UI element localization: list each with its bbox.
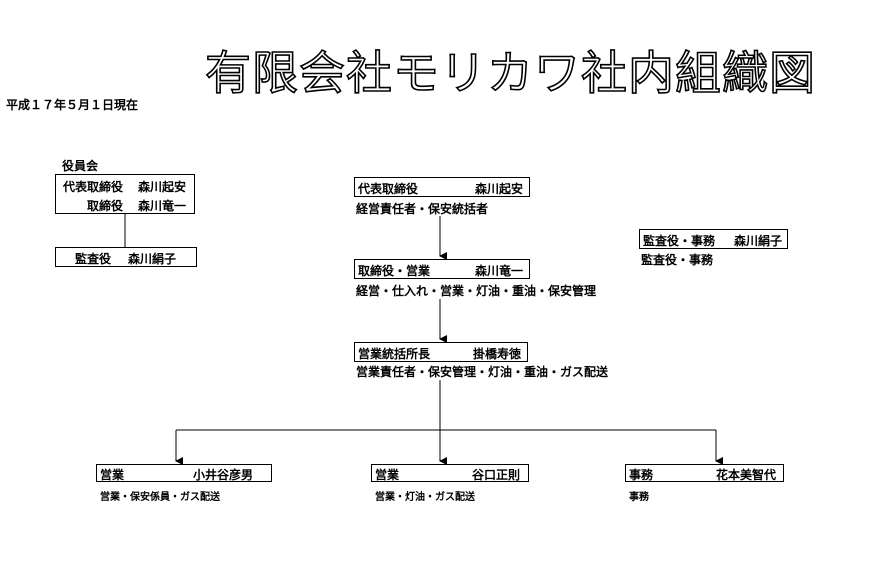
staff-3-desc: 事務 xyxy=(629,492,649,503)
auditor-name: 森川絹子 xyxy=(734,234,783,248)
staff-3-name: 花本美智代 xyxy=(716,468,777,482)
ceo-name: 森川起安 xyxy=(475,182,524,196)
director-box: 取締役・営業 森川竜一 xyxy=(354,259,530,279)
staff-box-2: 営業 谷口正則 xyxy=(371,464,529,482)
staff-1-desc: 営業・保安係員・ガス配送 xyxy=(100,492,220,503)
staff-2-desc: 営業・灯油・ガス配送 xyxy=(375,492,475,503)
director-role: 取締役・営業 xyxy=(358,264,431,278)
as-of-date: 平成１７年５月１日現在 xyxy=(6,98,139,112)
board-rep-role: 代表取締役 xyxy=(63,180,124,194)
auditor-box: 監査役・事務 森川絹子 xyxy=(639,229,788,249)
staff-box-3: 事務 花本美智代 xyxy=(625,464,784,482)
ceo-box: 代表取締役 森川起安 xyxy=(354,177,530,197)
board-label: 役員会 xyxy=(62,159,99,173)
staff-2-role: 営業 xyxy=(375,468,400,482)
auditor-desc: 監査役・事務 xyxy=(641,253,714,267)
board-dir-role: 取締役 xyxy=(87,199,124,213)
staff-1-name: 小井谷彦男 xyxy=(193,468,254,482)
ceo-desc: 経営責任者・保安統括者 xyxy=(356,202,489,216)
staff-box-1: 営業 小井谷彦男 xyxy=(96,464,272,482)
staff-2-name: 谷口正則 xyxy=(472,468,521,482)
board-auditor-box: 監査役 森川絹子 xyxy=(55,247,197,267)
manager-role: 営業統括所長 xyxy=(358,347,431,361)
board-auditor-role: 監査役 xyxy=(75,252,112,266)
manager-box: 営業統括所長 掛橋寿徳 xyxy=(354,342,528,362)
board-auditor-name: 森川絹子 xyxy=(128,252,177,266)
board-dir-name: 森川竜一 xyxy=(138,199,187,213)
director-name: 森川竜一 xyxy=(475,264,524,278)
director-desc: 経営・仕入れ・営業・灯油・重油・保安管理 xyxy=(356,284,597,298)
staff-1-role: 営業 xyxy=(100,468,125,482)
page-title: 有限会社モリカワ社内組織図 xyxy=(204,45,816,101)
board-rep-name: 森川起安 xyxy=(138,180,187,194)
manager-desc: 営業責任者・保安管理・灯油・重油・ガス配送 xyxy=(356,365,609,379)
auditor-role: 監査役・事務 xyxy=(643,234,716,248)
board-box: 代表取締役 森川起安 取締役 森川竜一 xyxy=(55,174,195,214)
manager-name: 掛橋寿徳 xyxy=(473,347,522,361)
ceo-role: 代表取締役 xyxy=(358,182,419,196)
staff-3-role: 事務 xyxy=(629,468,654,482)
